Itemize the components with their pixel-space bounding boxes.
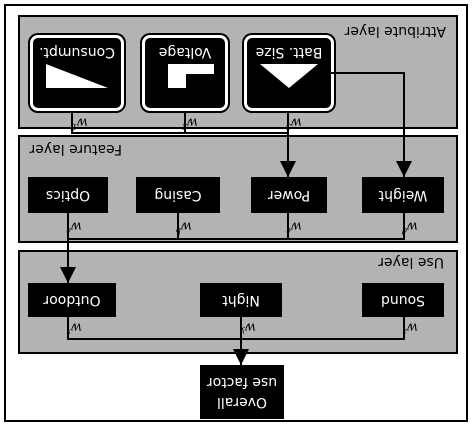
weight-label-wx: wx [66, 319, 82, 336]
attribute-node-voltage[interactable]: Voltage [142, 35, 228, 111]
attribute-node-batt-size[interactable]: Batt. Size [244, 35, 334, 111]
weight-label-w2: w2 [181, 114, 198, 131]
feature-bus-line [67, 213, 405, 240]
wedge-icon [46, 64, 108, 88]
weight-label-wy: wy [240, 319, 256, 336]
weight-label-w1: w1 [71, 114, 88, 131]
use-bus-line [67, 317, 405, 340]
triangle-icon [260, 64, 318, 88]
step-blocks-icon [168, 64, 214, 88]
weight-label-wc: wc [286, 218, 302, 235]
batt-to-weight-line [326, 72, 412, 177]
attribute-bus-line [71, 111, 289, 134]
weight-label-wa: wa [66, 218, 82, 235]
attribute-node-consumpt[interactable]: Consumpt. [30, 35, 124, 111]
weight-label-wd: wd [401, 218, 418, 235]
weight-label-w3: w3 [285, 114, 302, 131]
weight-label-wz: wz [402, 319, 418, 336]
weight-label-wb: wb [175, 218, 192, 235]
